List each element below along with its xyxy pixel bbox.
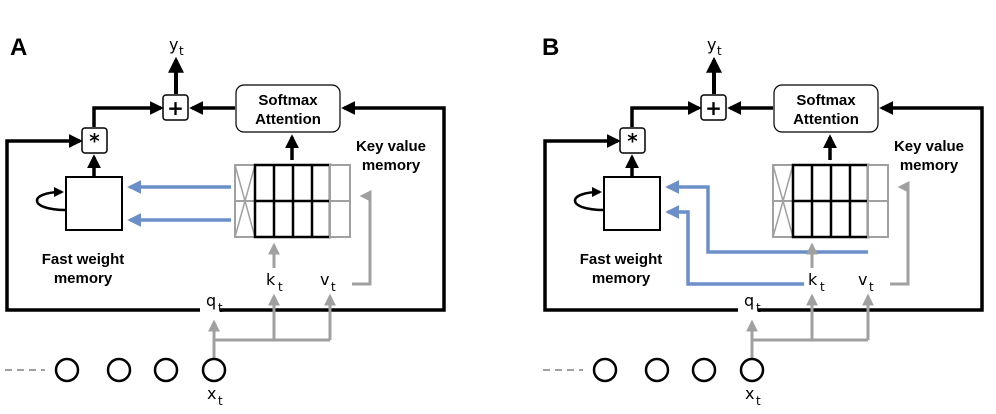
- query-to-multiply-arrow: [5, 134, 200, 312]
- input-token-node: [153, 357, 179, 383]
- output-y-subscript: t: [179, 44, 184, 58]
- query-symbol: q: [206, 291, 216, 310]
- output-y-symbol: y: [707, 35, 716, 54]
- query-to-multiply-arrow: [543, 134, 738, 312]
- query-symbol: q: [744, 291, 754, 310]
- input-x-label: x t: [207, 384, 223, 408]
- kv-label-line2: memory: [362, 157, 421, 174]
- value-to-fast-weight-arrow: [665, 180, 868, 254]
- fast-weight-memory-box: [603, 176, 661, 231]
- key-value-memory-grid: [234, 163, 351, 239]
- value-symbol: v: [858, 270, 867, 289]
- value-label: v t: [858, 270, 874, 294]
- input-x-subscript: t: [218, 394, 223, 408]
- fast-weight-label-line1: Fast weight: [580, 251, 663, 268]
- fast-weight-self-loop: [573, 187, 605, 212]
- multiply-to-add-arrow: [92, 101, 164, 127]
- fast-weight-label-line2: memory: [592, 270, 651, 287]
- current-input-token-node: [201, 357, 227, 383]
- input-token-node: [106, 357, 132, 383]
- key-to-fast-weight-arrow: [665, 205, 804, 286]
- key-value-memory-grid: [772, 163, 889, 239]
- input-x-label: x t: [745, 384, 761, 408]
- current-input-token-node: [739, 357, 765, 383]
- fast-weight-memory-box: [65, 176, 123, 231]
- softmax-attention-box: [773, 84, 879, 133]
- query-subscript: t: [756, 301, 761, 315]
- input-x-symbol: x: [745, 384, 754, 403]
- query-label: q t: [744, 291, 761, 315]
- key-symbol: k: [266, 270, 276, 289]
- panel-label: A: [10, 34, 27, 61]
- output-y-label: y t: [707, 35, 722, 58]
- key-subscript: t: [278, 280, 283, 294]
- input-token-node: [54, 357, 80, 383]
- input-x-symbol: x: [207, 384, 216, 403]
- fast-weight-label-line1: Fast weight: [42, 251, 125, 268]
- query-subscript: t: [218, 301, 223, 315]
- kv-label-line2: memory: [900, 157, 959, 174]
- value-to-memory-arrow: [352, 190, 372, 286]
- panel-b: B y t + * Softmax Attention Fast weight …: [542, 34, 984, 408]
- kv-label-line1: Key value: [356, 138, 426, 155]
- add-operator-symbol: +: [705, 96, 722, 120]
- output-y-symbol: y: [169, 35, 178, 54]
- multiply-operator-symbol: *: [89, 129, 100, 153]
- kv-label-line1: Key value: [894, 138, 964, 155]
- value-label: v t: [320, 270, 336, 294]
- key-subscript: t: [820, 280, 825, 294]
- output-y-label: y t: [169, 35, 184, 58]
- input-token-node: [644, 357, 670, 383]
- query-label: q t: [206, 291, 223, 315]
- softmax-label-line1: Softmax: [258, 92, 318, 109]
- key-symbol: k: [808, 270, 818, 289]
- multiply-to-add-arrow: [630, 101, 702, 127]
- input-token-node: [592, 357, 618, 383]
- panel-label: B: [542, 34, 559, 61]
- multiply-operator-symbol: *: [627, 129, 638, 153]
- softmax-label-line1: Softmax: [796, 92, 856, 109]
- fast-weight-self-loop: [35, 187, 67, 212]
- value-symbol: v: [320, 270, 329, 289]
- softmax-label-line2: Attention: [255, 111, 321, 128]
- value-to-memory-arrow: [890, 181, 910, 286]
- fast-weight-label-line2: memory: [54, 270, 113, 287]
- query-to-softmax-arrow: [220, 101, 446, 312]
- key-label: k t: [266, 270, 283, 294]
- softmax-attention-box: [235, 84, 341, 133]
- output-y-subscript: t: [717, 44, 722, 58]
- value-subscript: t: [331, 280, 336, 294]
- input-token-node: [691, 357, 717, 383]
- softmax-label-line2: Attention: [793, 111, 859, 128]
- query-to-softmax-arrow: [758, 101, 984, 312]
- key-label: k t: [808, 270, 825, 294]
- input-x-subscript: t: [756, 394, 761, 408]
- add-operator-symbol: +: [167, 96, 184, 120]
- panel-a: A y t + * Softmax Attention Fast weight …: [5, 34, 446, 408]
- value-subscript: t: [869, 280, 874, 294]
